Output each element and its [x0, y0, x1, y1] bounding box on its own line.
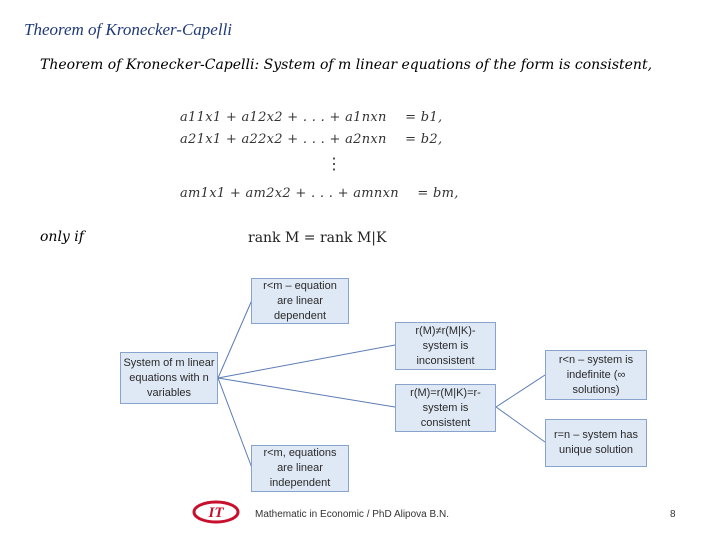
node-consistent: r(M)=r(M|K)=r- system is consistent [395, 384, 496, 432]
equation-row-m-lhs: am1x1 + am2x2 + . . . + amnxn [180, 186, 399, 201]
university-logo: IT [192, 500, 240, 529]
equation-row-2-lhs: a21x1 + a22x2 + . . . + a2nxn [180, 132, 387, 147]
equation-row-1: a11x1 + a12x2 + . . . + a1nxn = b1, [180, 110, 442, 125]
node-unique-solution: r=n – system has unique solution [545, 419, 647, 467]
equation-row-m: am1x1 + am2x2 + . . . + amnxn = bm, [180, 186, 459, 201]
rank-condition: rank M = rank M|K [248, 230, 387, 246]
page-number: 8 [670, 509, 676, 520]
equation-row-m-rhs: = bm, [417, 186, 459, 201]
connector-root-dependent [217, 299, 253, 379]
equation-row-2: a21x1 + a22x2 + . . . + a2nxn = b2, [180, 132, 442, 147]
connector-consistent-unique [495, 406, 546, 443]
theorem-statement: Theorem of Kronecker-Capelli: System of … [40, 57, 653, 73]
connector-root-inconsistent [217, 344, 396, 379]
node-linear-dependent: r<m – equation are linear dependent [251, 278, 349, 324]
equation-row-2-rhs: = b2, [405, 132, 443, 147]
connector-consistent-indefinite [495, 374, 546, 408]
node-indefinite: r<n – system is indefinite (∞ solutions) [545, 350, 647, 400]
connector-root-independent [217, 377, 253, 469]
footer-text: Mathematic in Economic / PhD Alipova B.N… [255, 509, 449, 520]
vertical-dots: ⋮ [326, 154, 342, 173]
node-linear-independent: r<m, equations are linear independent [251, 445, 349, 492]
only-if-label: only if [40, 229, 84, 245]
node-root-system: System of m linear equations with n vari… [120, 352, 218, 404]
slide-title: Theorem of Kronecker-Capelli [24, 20, 233, 39]
node-inconsistent: r(M)≠r(M|K)- system is inconsistent [395, 322, 496, 370]
equation-row-1-rhs: = b1, [405, 110, 443, 125]
connector-root-consistent [217, 377, 396, 408]
svg-text:IT: IT [208, 505, 225, 521]
equation-row-1-lhs: a11x1 + a12x2 + . . . + a1nxn [180, 110, 387, 125]
